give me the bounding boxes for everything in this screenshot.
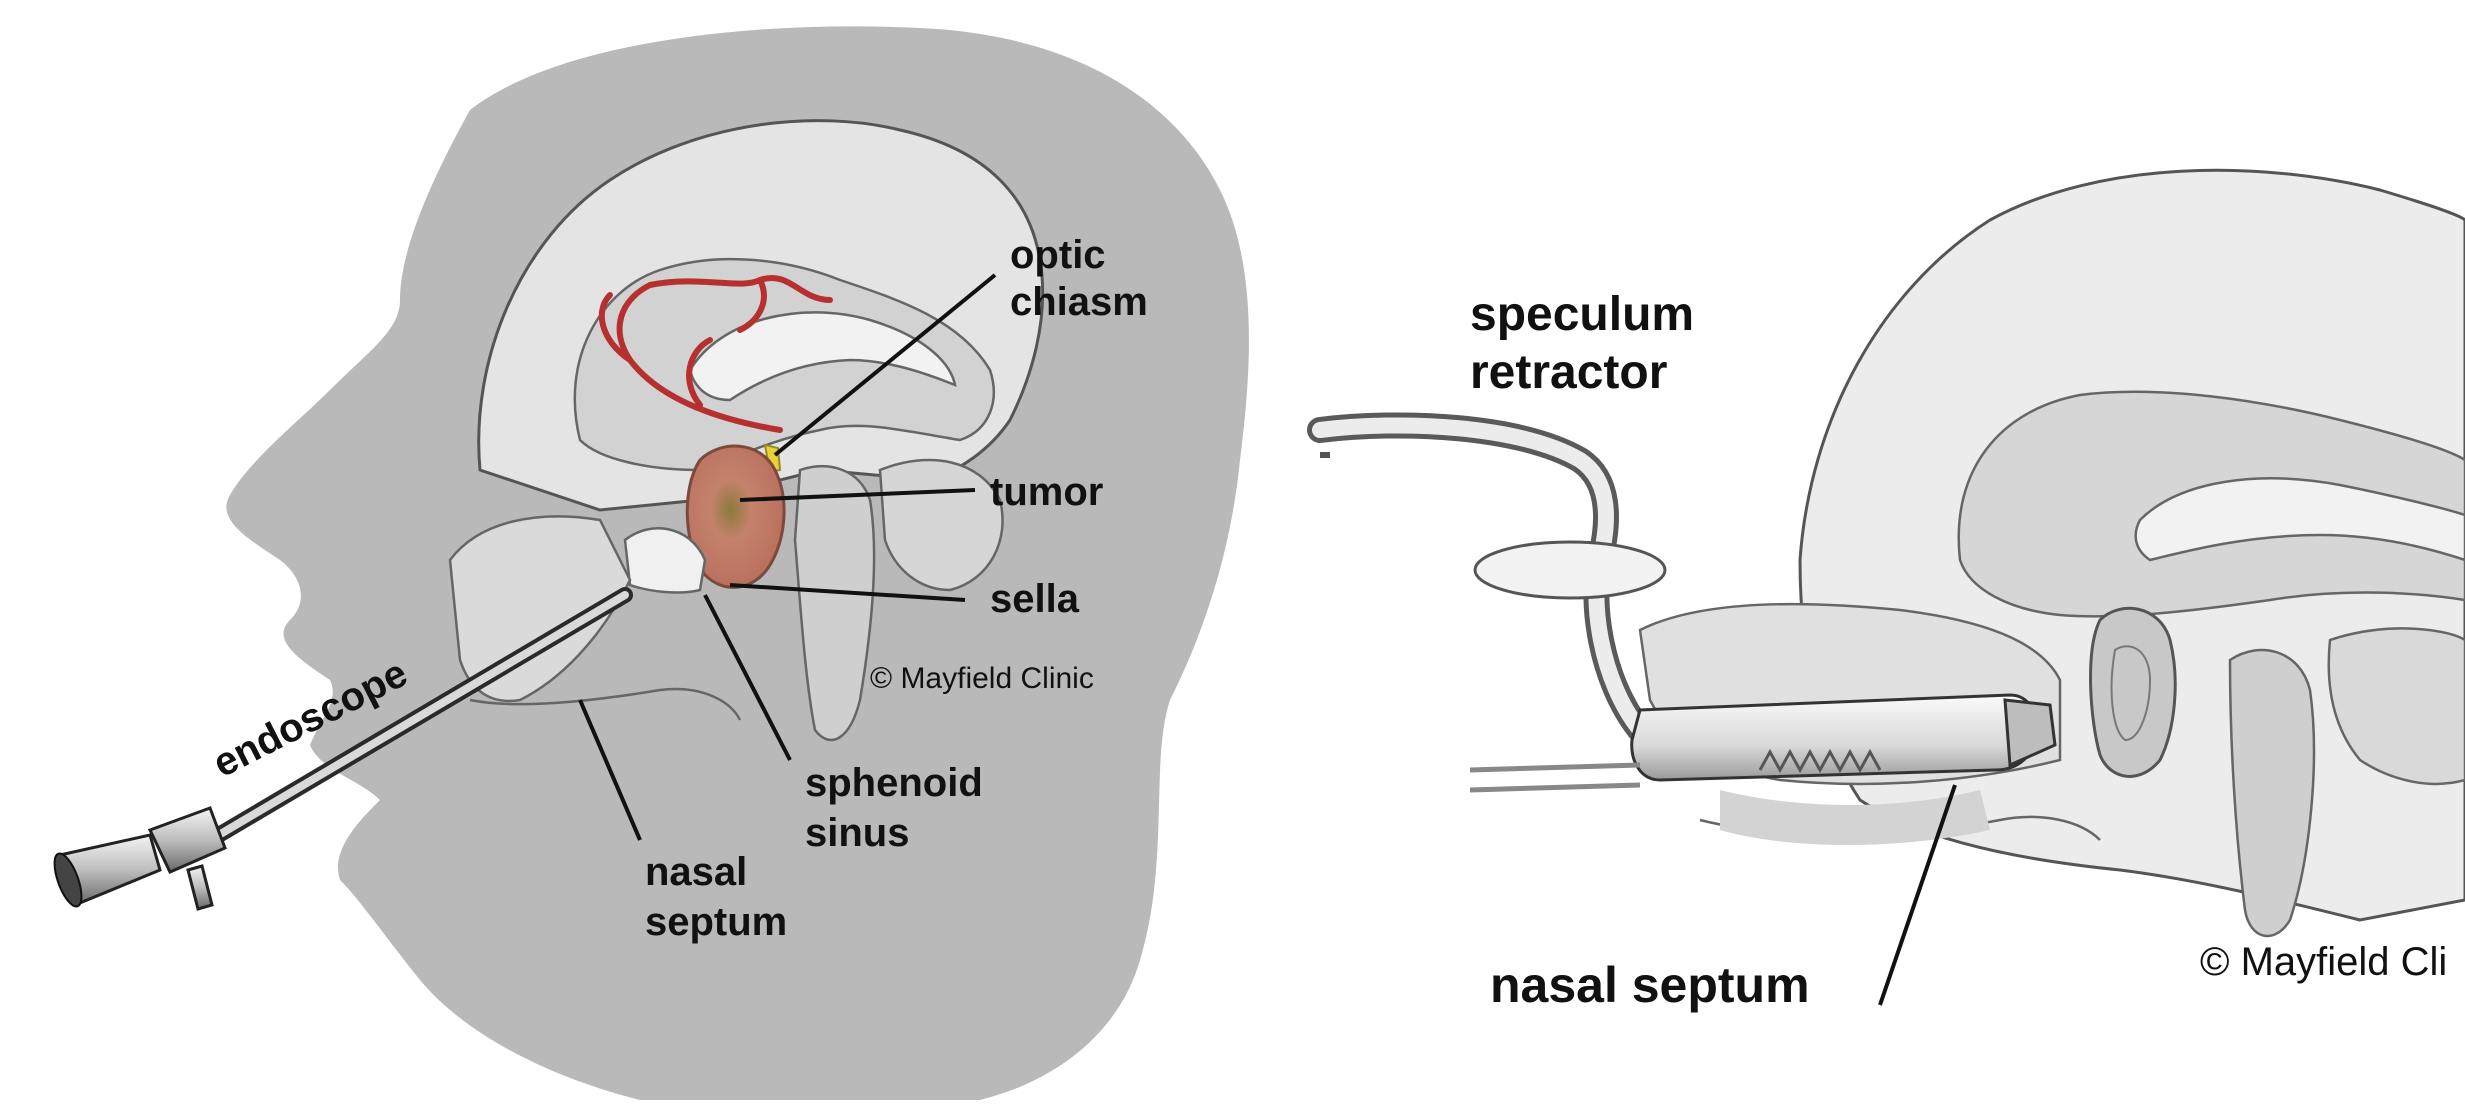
retractor-rod-3 bbox=[1470, 785, 1640, 790]
label-chiasm: chiasm bbox=[1010, 280, 1148, 324]
label-nasal-septum-right: nasal septum bbox=[1490, 957, 1810, 1013]
label-sinus: sinus bbox=[805, 811, 909, 855]
endoscope-port bbox=[188, 866, 212, 909]
label-tumor: tumor bbox=[990, 470, 1103, 514]
right-panel: speculum retractor nasal septum © Mayfie… bbox=[1320, 170, 2465, 1013]
label-speculum: speculum bbox=[1470, 288, 1694, 341]
label-nasal: nasal bbox=[645, 850, 747, 894]
label-retractor: retractor bbox=[1470, 346, 1667, 399]
retractor-blade bbox=[1632, 695, 2037, 780]
label-sphenoid: sphenoid bbox=[805, 761, 983, 805]
endoscope-handle bbox=[150, 808, 225, 872]
label-septum: septum bbox=[645, 900, 787, 944]
credit-right: © Mayfield Cli bbox=[2200, 940, 2447, 984]
retractor-rod-2 bbox=[1470, 765, 1640, 770]
label-sella: sella bbox=[990, 577, 1080, 621]
tumor-right bbox=[2091, 608, 2176, 776]
retractor-disc bbox=[1475, 542, 1665, 598]
label-optic: optic bbox=[1010, 233, 1106, 277]
left-panel: optic chiasm tumor sella endoscope sphen… bbox=[49, 26, 1249, 1100]
credit-left: © Mayfield Clinic bbox=[870, 662, 1094, 695]
